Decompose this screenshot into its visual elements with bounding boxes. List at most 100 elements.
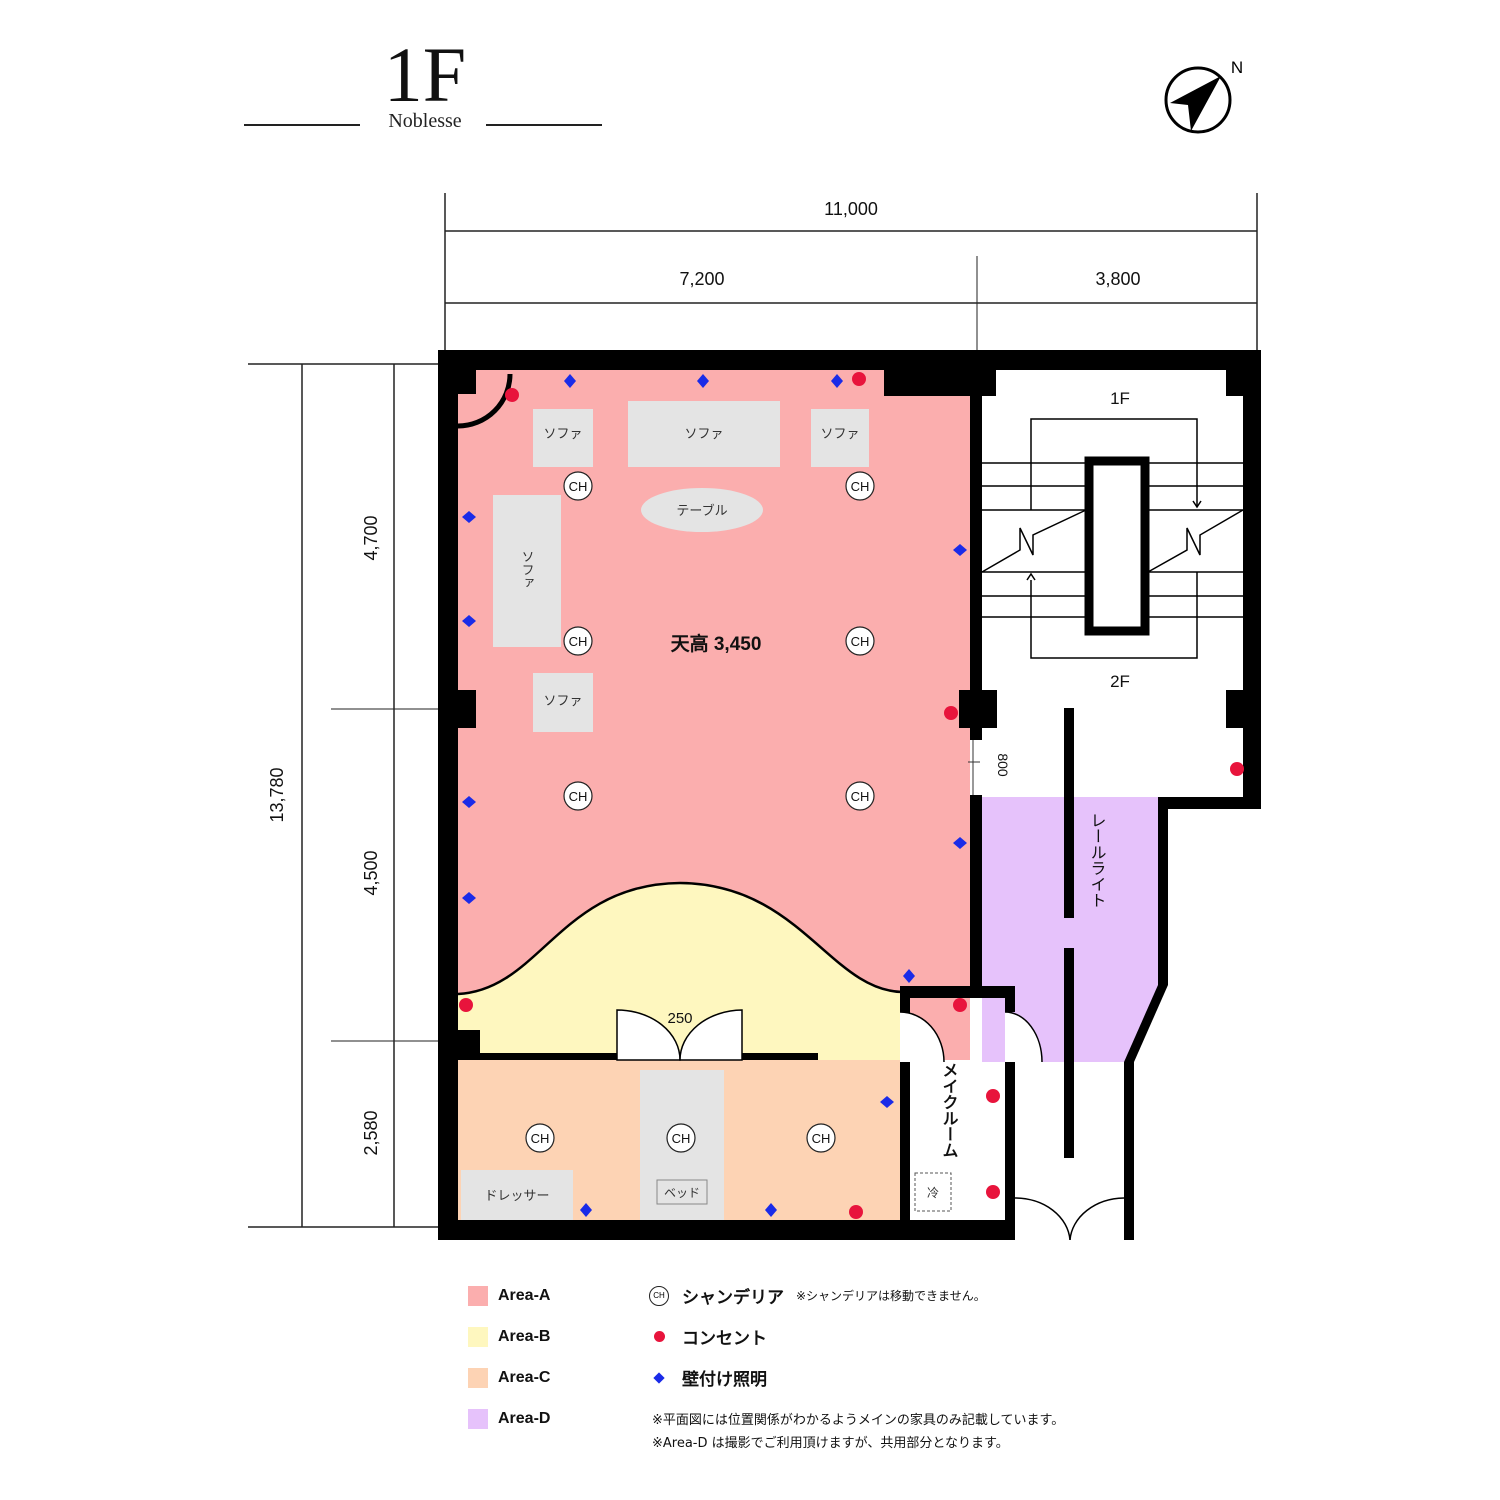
wall-light-icon [953, 837, 967, 849]
area-c-swatch [468, 1368, 488, 1388]
outlet-icon [852, 372, 866, 386]
wall-light-icon [953, 544, 967, 556]
chandelier-icon: CH [806, 1123, 836, 1153]
svg-text:CH: CH [812, 1131, 831, 1146]
dim-total-width: 11,000 [824, 199, 878, 219]
legend-chandelier: CH シャンデリア ※シャンデリアは移動できません。 [648, 1283, 986, 1308]
legend-area-a: Area-A [468, 1286, 550, 1306]
chandeliers: CH CH CH CH CH CH CH CH CH [525, 471, 875, 1153]
svg-text:CH: CH [531, 1131, 550, 1146]
floor-title: 1F [383, 31, 467, 118]
svg-text:CH: CH [851, 789, 870, 804]
sofa-label-1: ソファ [543, 426, 582, 441]
dim-depth-middle: 4,500 [361, 850, 381, 895]
dimension-top [444, 193, 1258, 350]
compass-icon: N [1164, 58, 1243, 134]
table-label: テーブル [676, 503, 727, 518]
legend-area-b: Area-B [468, 1327, 550, 1347]
furniture [461, 401, 952, 1220]
dim-total-depth: 13,780 [267, 767, 287, 822]
dim-right-width: 3,800 [1095, 269, 1140, 289]
svg-text:CH: CH [569, 479, 588, 494]
wall-light-icon [697, 374, 709, 388]
fridge-label: 冷 [927, 1186, 939, 1200]
outlet-icon [459, 998, 473, 1012]
wall-lights [462, 374, 967, 1217]
chandelier-icon: CH [563, 471, 593, 501]
area-a-swatch [468, 1286, 488, 1306]
wall-light-icon [880, 1096, 894, 1108]
wall-light-icon [462, 892, 476, 904]
make-room-label: メイクルーム [940, 1062, 959, 1158]
dim-depth-top: 4,700 [361, 515, 381, 560]
wall-light-icon [653, 1371, 665, 1384]
legend-symbol-label: シャンデリア [682, 1288, 784, 1308]
dim-depth-bottom: 2,580 [361, 1110, 381, 1155]
wall-light-icon [462, 796, 476, 808]
chandelier-icon: CH [563, 781, 593, 811]
legend-note-1: ※平面図には位置関係がわかるようメインの家具のみ記載しています。 [652, 1413, 1065, 1428]
chandelier-icon: CH [525, 1123, 555, 1153]
dimension-left [248, 363, 440, 1228]
legend-area-c: Area-C [468, 1368, 550, 1388]
wall-light-icon [765, 1203, 777, 1217]
legend-symbol-note: ※シャンデリアは移動できません。 [796, 1289, 986, 1303]
legend-note-2: ※Area-D は撮影でご利用頂けますが、共用部分となります。 [652, 1436, 1009, 1451]
bed-label: ベッド [664, 1186, 700, 1200]
door-width-label: 250 [667, 1010, 692, 1027]
area-d-swatch [468, 1409, 488, 1429]
title-block: 1F Noblesse [240, 30, 610, 140]
wall-light-icon [462, 615, 476, 627]
outlet-icon [1230, 762, 1244, 776]
sofa-label-5: ソファ [543, 693, 582, 708]
chandelier-icon: CH [845, 781, 875, 811]
rail-light-label: レールライト [1088, 812, 1106, 908]
dim-opening-width: 800 [995, 753, 1011, 777]
legend-area-label: Area-D [498, 1410, 551, 1427]
stairs-lower-label: 2F [1110, 672, 1130, 691]
chandelier-icon: CH [845, 626, 875, 656]
wall-light-icon [903, 969, 915, 983]
outlet-icon [505, 388, 519, 402]
wall-light-icon [462, 511, 476, 523]
sofa-label-3: ソファ [820, 426, 859, 441]
legend-outlet: コンセント [648, 1324, 767, 1349]
stair-core [1084, 456, 1150, 636]
chandelier-icon: CH [666, 1123, 696, 1153]
svg-text:CH: CH [672, 1131, 691, 1146]
chandelier-icon: CH [649, 1285, 669, 1306]
ceiling-height-label: 天高 3,450 [671, 632, 762, 655]
outlet-icon [849, 1205, 863, 1219]
doors [616, 1009, 1125, 1241]
legend-area-d: Area-D [468, 1409, 550, 1429]
area-b [458, 883, 902, 1060]
compass-north-label: N [1231, 58, 1243, 77]
legend-symbol-label: 壁付け照明 [682, 1370, 767, 1390]
door-arc-corner [457, 373, 513, 429]
area-d [982, 797, 1160, 1062]
chandelier-icon: CH [563, 626, 593, 656]
sofa-label-4: ソファ [520, 550, 535, 589]
area-b-swatch [468, 1327, 488, 1347]
outlet-icon [986, 1185, 1000, 1199]
outlet-icon [953, 998, 967, 1012]
outlets [459, 372, 1244, 1219]
sofa-label-2: ソファ [684, 426, 723, 441]
legend-area-label: Area-C [498, 1369, 551, 1386]
dim-left-width: 7,200 [679, 269, 724, 289]
dresser-label: ドレッサー [484, 1188, 549, 1203]
legend-area-label: Area-B [498, 1328, 551, 1345]
venue-name: Noblesse [388, 110, 462, 132]
svg-text:CH: CH [569, 634, 588, 649]
svg-text:CH: CH [851, 479, 870, 494]
outlet-icon [653, 1331, 665, 1342]
title-rule-left [244, 124, 360, 126]
legend-symbol-label: コンセント [682, 1329, 767, 1349]
outlet-icon [986, 1089, 1000, 1103]
legend: Area-A Area-B Area-C Area-D CH シャンデリア ※シ… [468, 1282, 1188, 1462]
stairs-upper-label: 1F [1110, 389, 1130, 408]
title-rule-right [486, 124, 602, 126]
wall-light-icon [831, 374, 843, 388]
svg-text:CH: CH [851, 634, 870, 649]
